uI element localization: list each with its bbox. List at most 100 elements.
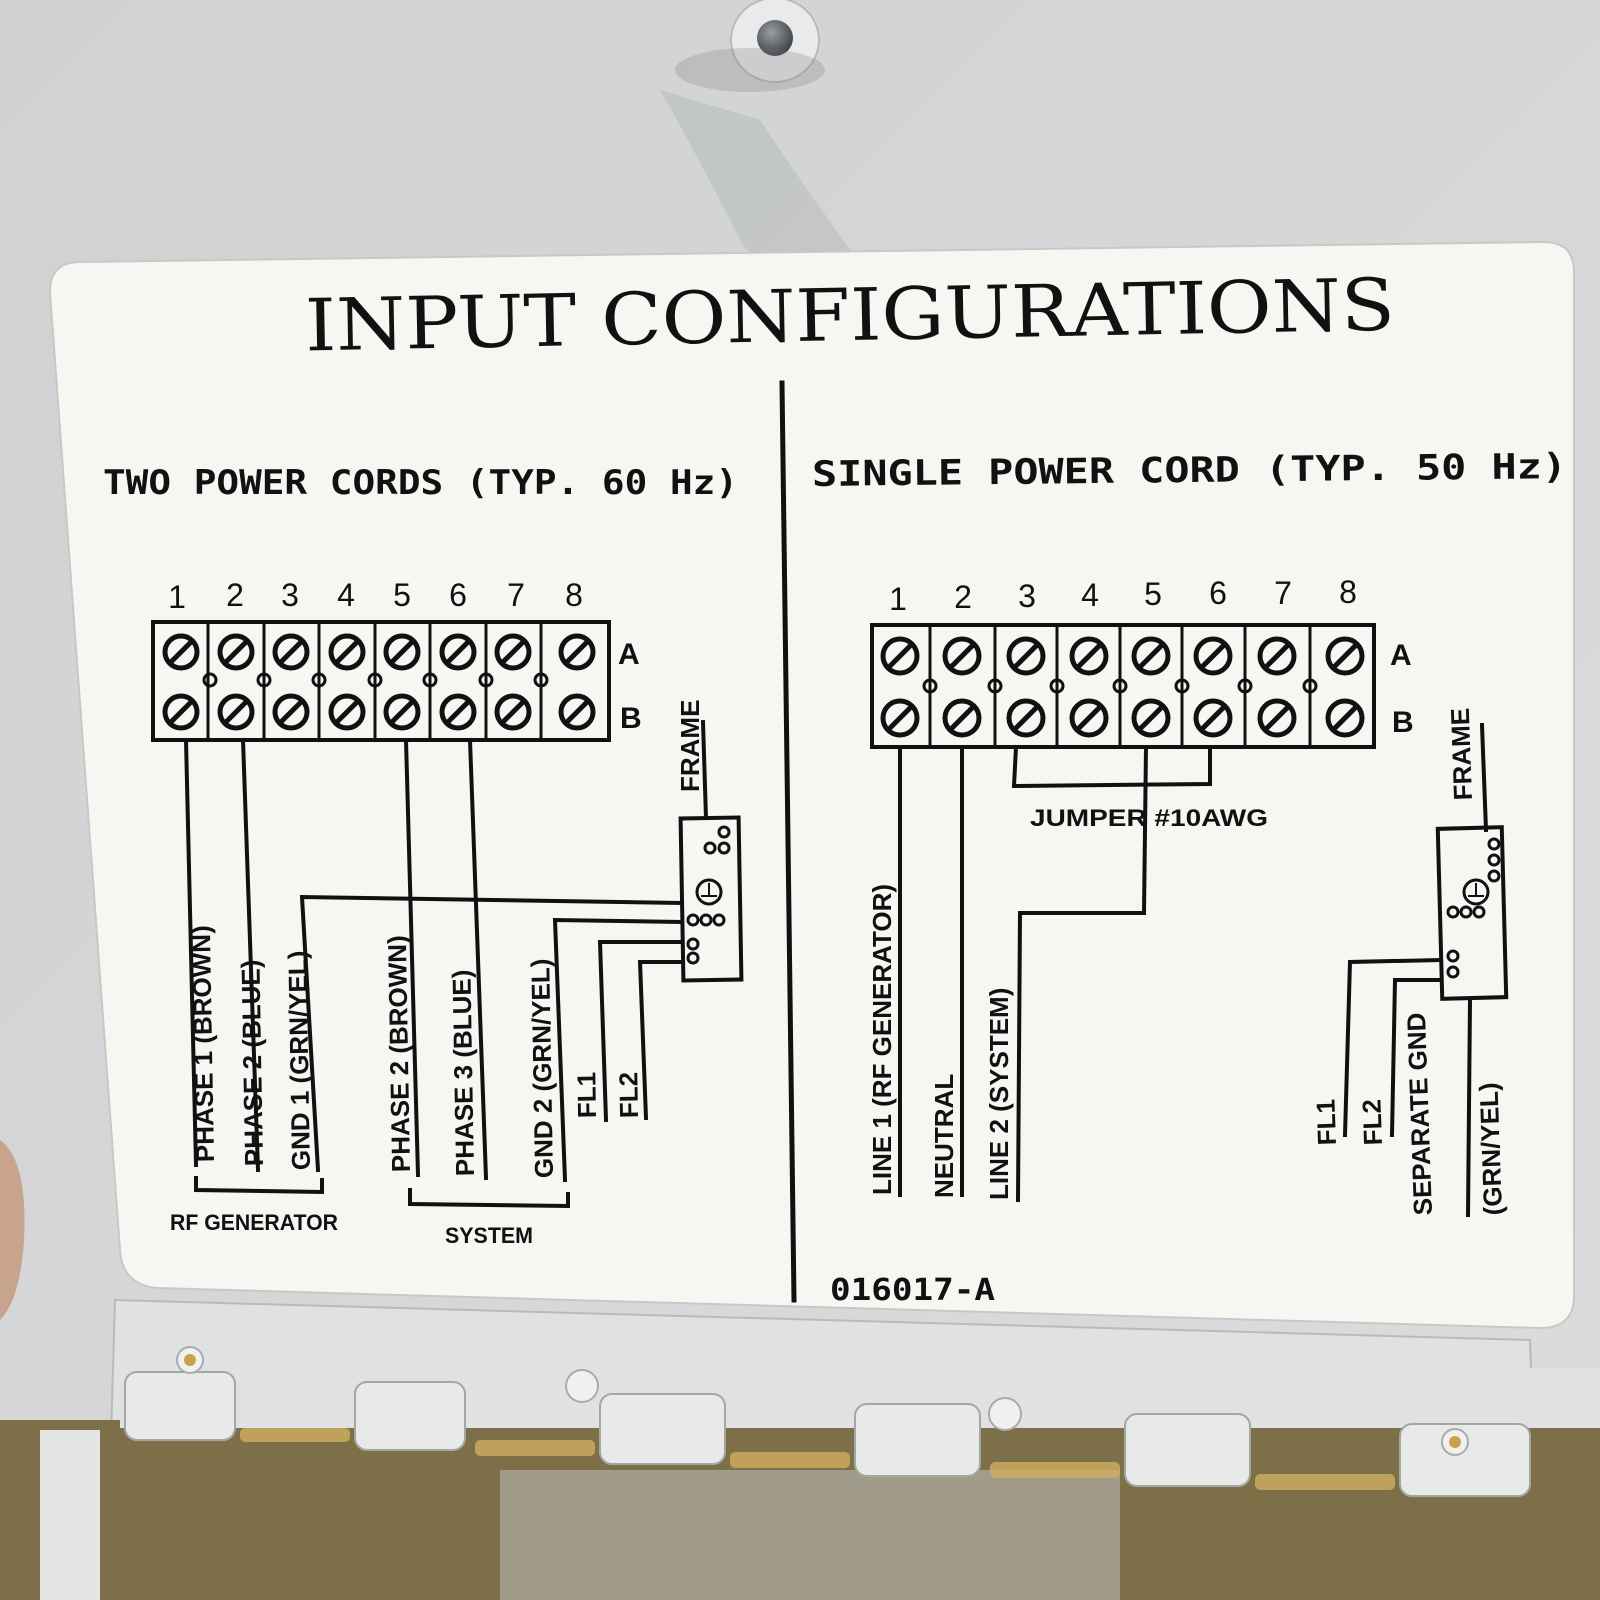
terminal-screw [1006,698,1046,738]
wire-label-grn-yel: (GRN/YEL) [1473,1082,1508,1216]
right-wire-labels: LINE 1 (RF GENERATOR) NEUTRAL LINE 2 (SY… [867,884,1508,1216]
screw-slot [1011,703,1041,733]
label-title: INPUT CONFIGURATIONS [304,263,1395,368]
terminal-screw [942,698,982,738]
left-frame-label: FRAME [675,700,705,792]
terminal-screw [494,633,532,671]
right-terminal-number: 5 [1144,576,1162,612]
screw-slot [222,638,250,666]
wire-label-separate-gnd: SEPARATE GND [1401,1012,1438,1216]
terminal-screw [272,633,310,671]
screw-slot [333,698,361,726]
wire-label-phase2-blue: PHASE 2 (BLUE) [235,959,269,1166]
right-row-b: B [1392,706,1414,739]
screw-slot [167,698,195,726]
terminal-screw [272,693,310,731]
screw-slot [1074,703,1104,733]
screw-slot [1262,641,1292,671]
terminal-screw [1193,698,1233,738]
terminal-screw [1069,636,1109,676]
right-terminal-block [870,623,1376,749]
panel-smudge [660,90,850,273]
screw-slot [444,698,472,726]
left-ground-bar [678,815,744,983]
screw-slot [444,638,472,666]
left-terminal-number: 2 [226,577,244,613]
terminal-screw [162,693,200,731]
left-wire-labels: PHASE 1 (BROWN) PHASE 2 (BLUE) GND 1 (GR… [186,925,644,1178]
left-heading: TWO POWER CORDS (TYP. 60 Hz) [103,463,738,503]
terminal-screw [494,693,532,731]
screw-slot [885,641,915,671]
right-frame-label: FRAME [1445,707,1478,800]
wire-label-gnd1: GND 1 (GRN/YEL) [282,950,316,1170]
terminal-screw [880,636,920,676]
screw-slot [1262,703,1292,733]
screw-slot [388,638,416,666]
right-terminal-number: 2 [954,579,972,615]
terminal-screw [328,693,366,731]
wire-label-phase1-brown: PHASE 1 (BROWN) [186,925,220,1162]
right-terminal-number: 3 [1018,578,1036,614]
terminal-screw [1131,698,1171,738]
terminal-screw [1325,636,1365,676]
screw-slot [1198,703,1228,733]
wire-label-phase3-blue: PHASE 3 (BLUE) [446,969,480,1176]
terminal-screw [217,693,255,731]
screw-slot [499,698,527,726]
jumper-label: JUMPER #10AWG [1030,805,1268,832]
terminal-screw [217,633,255,671]
screw-slot [499,638,527,666]
screw-slot [388,698,416,726]
screw-slot [563,638,591,666]
wire-label-fl1: FL1 [1310,1099,1342,1146]
right-wires [898,722,1489,1218]
left-terminal-number: 1 [168,579,186,615]
wire-label-line2: LINE 2 (SYSTEM) [984,988,1014,1200]
group-rf-generator: RF GENERATOR [170,1210,338,1235]
top-screw [675,0,825,92]
screw-slot [333,638,361,666]
left-terminal-number: 6 [449,577,467,613]
terminal-screw [383,633,421,671]
terminal-screw [439,633,477,671]
screw-slot [947,703,977,733]
terminal-screw [1131,636,1171,676]
wire-label-fl2: FL2 [1356,1099,1388,1146]
terminal-screw [383,693,421,731]
screw-slot [1011,641,1041,671]
left-terminal-number: 4 [337,577,355,613]
wire-label-gnd2: GND 2 (GRN/YEL) [525,958,559,1178]
wire-label-fl2: FL2 [613,1072,644,1119]
left-terminal-number: 7 [507,577,525,613]
wire-label-phase2-brown: PHASE 2 (BROWN) [382,935,416,1172]
right-terminal-number: 4 [1081,577,1099,613]
left-terminal-number: 8 [565,577,583,613]
screw-slot [277,698,305,726]
hinge-strip [0,1298,1600,1600]
terminal-screw [1006,636,1046,676]
config-label [48,240,1575,1330]
wire-label-neutral: NEUTRAL [929,1074,959,1198]
terminal-screw [162,633,200,671]
screw-slot [1330,641,1360,671]
right-terminal-number: 7 [1274,575,1292,611]
right-terminal-number: 1 [889,581,907,617]
terminal-screw [328,633,366,671]
right-ground-bar [1435,825,1509,1001]
screw-slot [277,638,305,666]
wire-label-line1: LINE 1 (RF GENERATOR) [867,884,897,1195]
screw-slot [1136,703,1166,733]
right-row-a: A [1390,639,1412,672]
terminal-screw [1257,698,1297,738]
terminal-screw [942,636,982,676]
terminal-screw [1069,698,1109,738]
center-divider [779,380,797,1303]
left-terminal-block [151,620,611,742]
left-terminal-number: 3 [281,577,299,613]
terminal-screw [1257,636,1297,676]
terminal-screw [1325,698,1365,738]
screw-slot [222,698,250,726]
terminal-screw [558,693,596,731]
